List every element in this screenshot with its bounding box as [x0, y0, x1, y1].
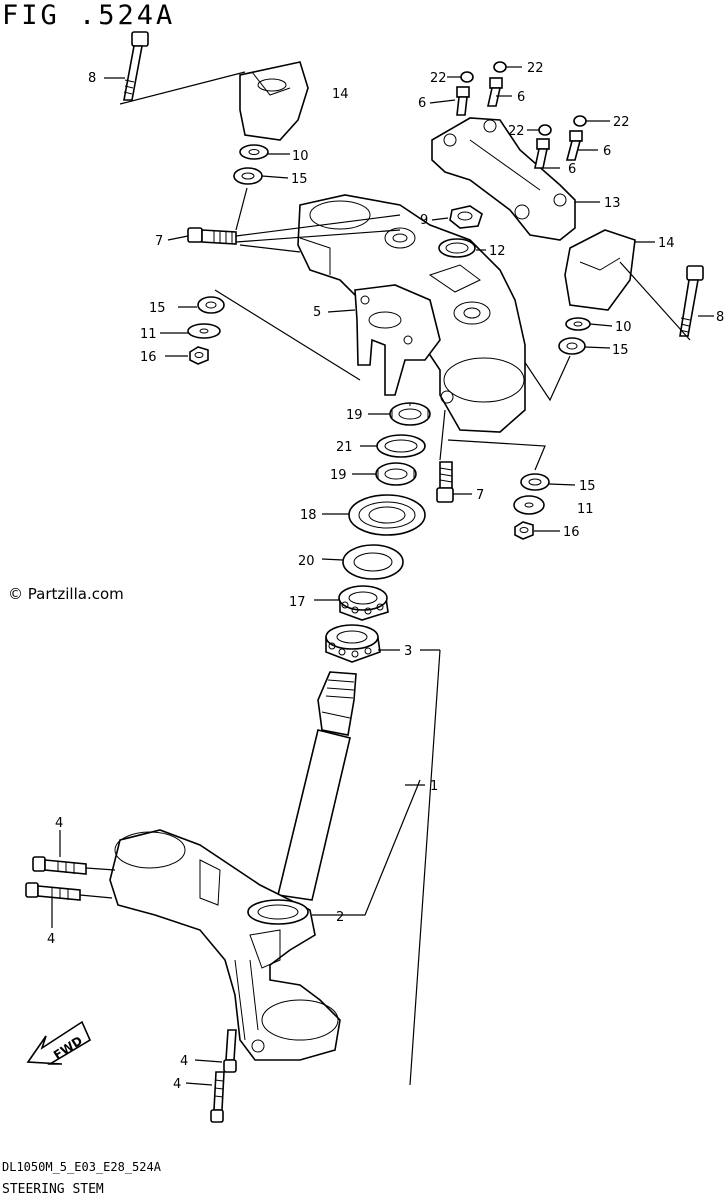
washer-15-right-top[interactable]: [558, 337, 586, 355]
callout-6-b: 6: [517, 90, 525, 105]
callout-10-left: 10: [292, 149, 309, 164]
callout-6-d: 6: [603, 144, 611, 159]
bearing-17[interactable]: [338, 585, 389, 621]
callout-10-right: 10: [615, 320, 632, 335]
bolt-6-d[interactable]: [565, 130, 583, 161]
washer-10-right[interactable]: [565, 317, 591, 331]
bolt-4-bottom-a[interactable]: [223, 1029, 237, 1073]
washer-10-left[interactable]: [239, 144, 269, 160]
bolt-7-left[interactable]: [187, 227, 237, 245]
callout-4-c: 4: [180, 1054, 188, 1069]
handlebar-holder-right[interactable]: [564, 229, 636, 311]
callout-4-a: 4: [55, 816, 63, 831]
callout-8-right: 8: [716, 310, 724, 325]
cap-22-c[interactable]: [538, 124, 552, 136]
bolt-4-left-b[interactable]: [25, 882, 81, 901]
callout-4-d: 4: [173, 1077, 181, 1092]
callout-4-b: 4: [47, 932, 55, 947]
callout-6-a: 6: [418, 96, 426, 111]
handlebar-upper-clamp[interactable]: [431, 117, 576, 241]
cap-22-a[interactable]: [460, 71, 474, 83]
callout-22-d: 22: [613, 115, 630, 130]
callout-22-b: 22: [527, 61, 544, 76]
washer-11-right[interactable]: [513, 495, 545, 515]
callout-8-left: 8: [88, 71, 96, 86]
dust-seal-18[interactable]: [348, 494, 426, 536]
callout-7-right: 7: [476, 488, 484, 503]
fwd-arrow-icon: FWD: [26, 1020, 92, 1065]
footer-code: DL1050M_5_E03_E28_524A: [2, 1160, 161, 1174]
bolt-6-c[interactable]: [534, 138, 550, 169]
watermark: © Partzilla.com: [8, 585, 124, 603]
callout-19-bottom: 19: [330, 468, 347, 483]
callout-12: 12: [489, 244, 506, 259]
callout-19-top: 19: [346, 408, 363, 423]
washer-11-left[interactable]: [187, 323, 221, 339]
steering-lock-bracket[interactable]: [354, 284, 441, 396]
washer-12[interactable]: [438, 238, 476, 258]
callout-5: 5: [313, 305, 321, 320]
handlebar-holder-left[interactable]: [239, 61, 309, 141]
bolt-6-a[interactable]: [456, 86, 470, 116]
callout-15-right-top: 15: [612, 343, 629, 358]
footer-name: STEERING STEM: [2, 1182, 104, 1197]
lock-washer-21[interactable]: [376, 434, 426, 458]
callout-14-right: 14: [658, 236, 675, 251]
callout-7-left: 7: [155, 234, 163, 249]
bolt-7-right[interactable]: [436, 461, 454, 503]
callout-17: 17: [289, 595, 306, 610]
nut-16-right[interactable]: [514, 521, 534, 540]
callout-18: 18: [300, 508, 317, 523]
callout-13: 13: [604, 196, 621, 211]
callout-15-left-top: 15: [291, 172, 308, 187]
callout-3: 3: [404, 644, 412, 659]
bearing-3[interactable]: [325, 624, 381, 663]
bolt-8-right[interactable]: [679, 265, 704, 337]
washer-15-right[interactable]: [520, 473, 550, 491]
callout-15-left: 15: [149, 301, 166, 316]
callout-15-right: 15: [579, 479, 596, 494]
washer-15-left-top[interactable]: [233, 167, 263, 185]
steering-stem-lower-bracket[interactable]: [109, 671, 357, 1061]
callout-9: 9: [420, 213, 428, 228]
lock-nut-19-bottom[interactable]: [375, 462, 417, 486]
cap-22-d[interactable]: [573, 115, 587, 127]
callout-21: 21: [336, 440, 353, 455]
callout-6-c: 6: [568, 162, 576, 177]
callout-22-a: 22: [430, 71, 447, 86]
callout-16-right: 16: [563, 525, 580, 540]
bolt-6-b[interactable]: [487, 77, 503, 107]
stem-nut-9[interactable]: [449, 205, 483, 229]
callout-22-c: 22: [508, 124, 525, 139]
lock-nut-19-top[interactable]: [389, 402, 431, 426]
bolt-4-left-a[interactable]: [32, 856, 87, 875]
callout-1: 1: [430, 779, 438, 794]
nut-16-left[interactable]: [189, 346, 209, 365]
callout-11-right: 11: [577, 502, 594, 517]
callout-11-left: 11: [140, 327, 157, 342]
callout-20: 20: [298, 554, 315, 569]
cap-22-b[interactable]: [493, 61, 507, 73]
callout-16-left: 16: [140, 350, 157, 365]
bolt-8-left[interactable]: [123, 31, 149, 101]
figure-title: FIG .524A: [2, 0, 176, 31]
bearing-race-20[interactable]: [342, 544, 404, 580]
callout-14-left: 14: [332, 87, 349, 102]
callout-2: 2: [336, 910, 344, 925]
washer-15-left[interactable]: [197, 296, 225, 314]
bolt-4-bottom-b[interactable]: [210, 1071, 225, 1123]
